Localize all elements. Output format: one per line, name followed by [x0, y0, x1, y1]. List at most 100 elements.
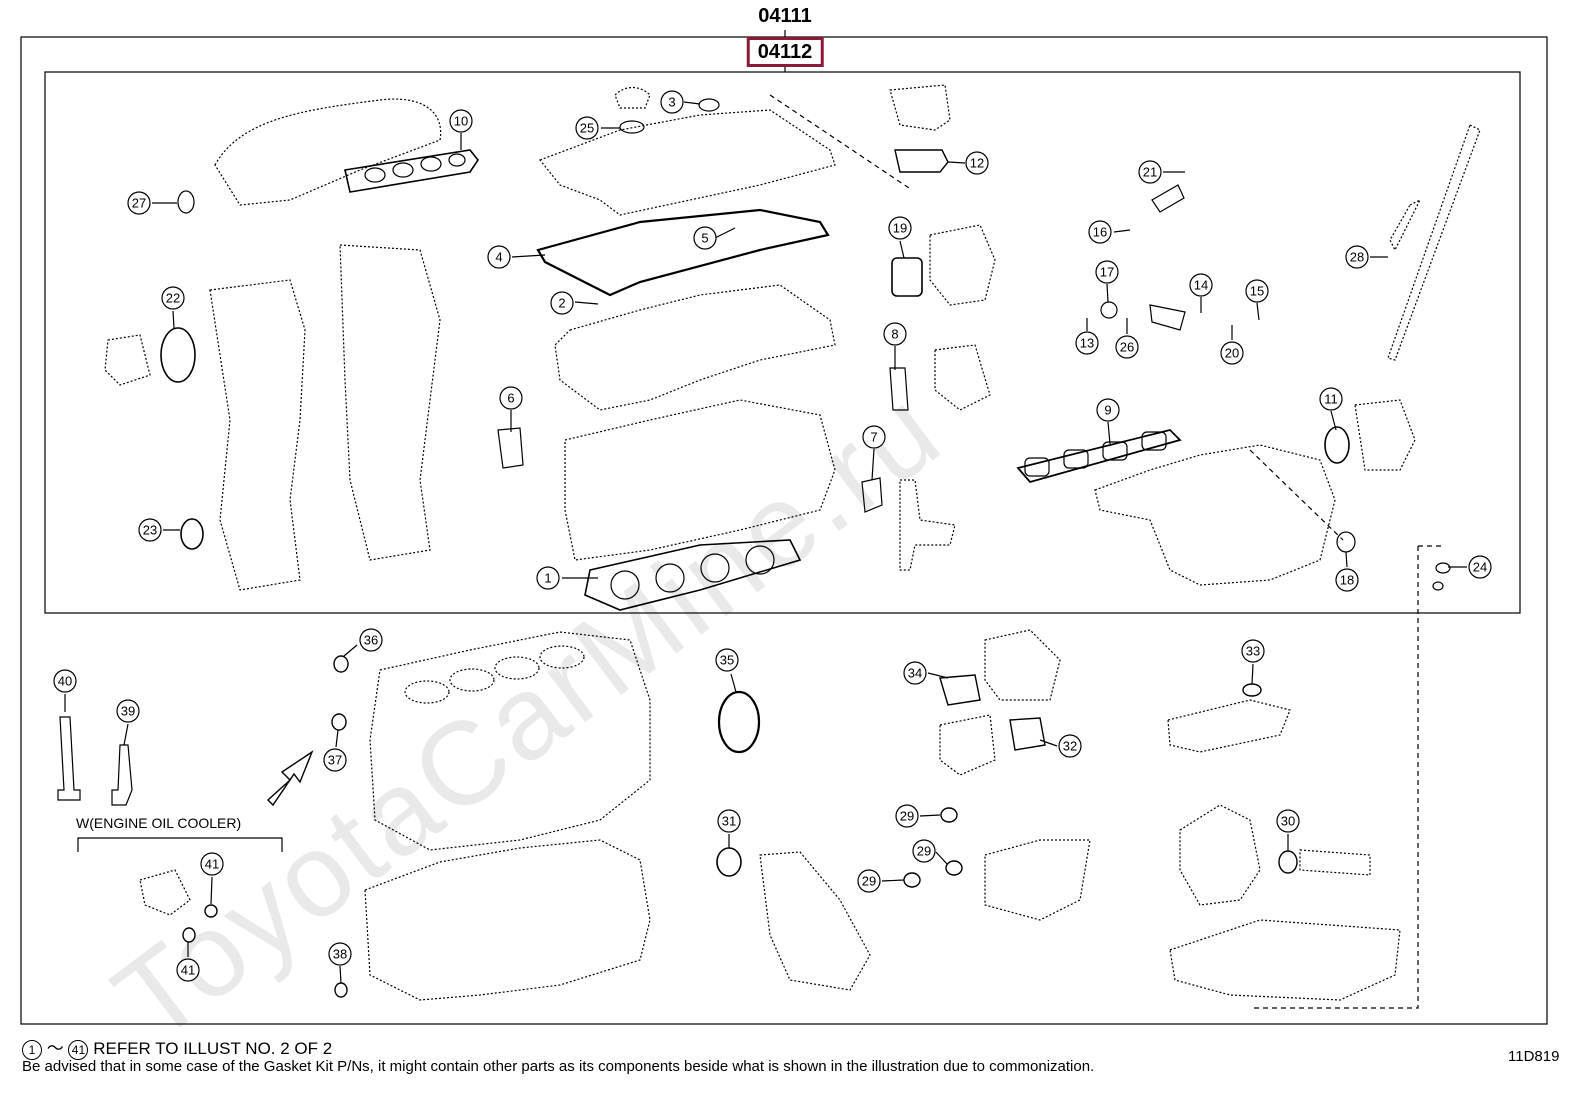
part-callout-11[interactable]: 11 — [1319, 387, 1343, 411]
callout-circle — [200, 852, 224, 876]
callout-circle — [176, 958, 200, 982]
callout-circle — [912, 839, 936, 863]
part-callout-24[interactable]: 24 — [1468, 555, 1492, 579]
callout-circle — [575, 116, 599, 140]
callout-circle — [138, 518, 162, 542]
part-callout-14[interactable]: 14 — [1189, 273, 1213, 297]
callout-number: 34 — [908, 666, 922, 681]
outer-frame — [20, 36, 1548, 1025]
part-callout-9[interactable]: 9 — [1096, 398, 1120, 422]
callout-circle — [1115, 335, 1139, 359]
part-callout-2[interactable]: 2 — [550, 291, 574, 315]
part-callout-29[interactable]: 29 — [895, 804, 919, 828]
callout-circle — [550, 291, 574, 315]
callout-circle — [1096, 398, 1120, 422]
callout-circle — [862, 425, 886, 449]
oil-cooler-callout-label: W(ENGINE OIL COOLER) — [76, 815, 242, 831]
part-callout-22[interactable]: 22 — [161, 286, 185, 310]
callout-circle — [1075, 331, 1099, 355]
callout-number: 6 — [507, 391, 514, 406]
part-callout-25[interactable]: 25 — [575, 116, 599, 140]
callout-number: 1 — [544, 571, 551, 586]
part-callout-31[interactable]: 31 — [717, 809, 741, 833]
part-callout-4[interactable]: 4 — [487, 245, 511, 269]
part-callout-41[interactable]: 41 — [200, 852, 224, 876]
callout-circle — [359, 628, 383, 652]
part-callout-10[interactable]: 10 — [449, 109, 473, 133]
callout-circle — [328, 942, 352, 966]
part-callout-16[interactable]: 16 — [1088, 220, 1112, 244]
part-callout-12[interactable]: 12 — [965, 151, 989, 175]
callout-circle — [1468, 555, 1492, 579]
part-callout-21[interactable]: 21 — [1138, 160, 1162, 184]
selected-part-number[interactable]: 04112 — [746, 37, 824, 67]
part-callout-29[interactable]: 29 — [912, 839, 936, 863]
callout-number: 39 — [121, 704, 135, 719]
part-callout-35[interactable]: 35 — [715, 648, 739, 672]
callout-number: 5 — [701, 231, 708, 246]
callout-number: 26 — [1120, 340, 1134, 355]
part-callout-33[interactable]: 33 — [1241, 639, 1265, 663]
part-callout-26[interactable]: 26 — [1115, 335, 1139, 359]
part-callout-18[interactable]: 18 — [1335, 568, 1359, 592]
callout-circle — [1319, 387, 1343, 411]
callout-number: 2 — [558, 296, 565, 311]
callout-circle — [161, 286, 185, 310]
callout-number: 22 — [166, 291, 180, 306]
part-callout-13[interactable]: 13 — [1075, 331, 1099, 355]
callout-circle — [693, 226, 717, 250]
refer-note-text: REFER TO ILLUST NO. 2 OF 2 — [93, 1039, 333, 1058]
callout-number: 13 — [1080, 336, 1094, 351]
callout-circle — [53, 669, 77, 693]
part-callout-3[interactable]: 3 — [660, 90, 684, 114]
callout-number: 23 — [143, 523, 157, 538]
callout-circle — [660, 90, 684, 114]
callout-circle — [1220, 341, 1244, 365]
part-callout-8[interactable]: 8 — [883, 322, 907, 346]
part-callout-30[interactable]: 30 — [1276, 809, 1300, 833]
part-callout-39[interactable]: 39 — [116, 699, 140, 723]
callout-number: 8 — [891, 327, 898, 342]
callout-circle — [1088, 220, 1112, 244]
callout-number: 33 — [1246, 644, 1260, 659]
callout-circle — [1058, 734, 1082, 758]
part-callout-34[interactable]: 34 — [903, 661, 927, 685]
callout-circle — [883, 322, 907, 346]
callout-number: 36 — [364, 633, 378, 648]
callout-circle — [1241, 639, 1265, 663]
part-callout-20[interactable]: 20 — [1220, 341, 1244, 365]
refer-start-badge: 1 — [22, 1040, 42, 1060]
part-callout-29[interactable]: 29 — [857, 869, 881, 893]
kit-part-number[interactable]: 04111 — [758, 5, 812, 27]
part-callout-23[interactable]: 23 — [138, 518, 162, 542]
part-callout-17[interactable]: 17 — [1095, 260, 1119, 284]
part-callout-32[interactable]: 32 — [1058, 734, 1082, 758]
part-callout-27[interactable]: 27 — [127, 191, 151, 215]
part-callout-1[interactable]: 1 — [536, 566, 560, 590]
part-callout-28[interactable]: 28 — [1345, 245, 1369, 269]
callout-circle — [965, 151, 989, 175]
callout-number: 9 — [1104, 403, 1111, 418]
callout-number: 10 — [454, 114, 468, 129]
callout-circle — [895, 804, 919, 828]
callout-circle — [1138, 160, 1162, 184]
callout-circle — [888, 216, 912, 240]
callout-circle — [857, 869, 881, 893]
part-callout-36[interactable]: 36 — [359, 628, 383, 652]
part-callout-19[interactable]: 19 — [888, 216, 912, 240]
part-callout-5[interactable]: 5 — [693, 226, 717, 250]
refer-range-sep: ～ — [46, 1039, 64, 1058]
part-callout-6[interactable]: 6 — [499, 386, 523, 410]
callout-number: 19 — [893, 221, 907, 236]
callout-number: 15 — [1250, 284, 1264, 299]
part-callout-15[interactable]: 15 — [1245, 279, 1269, 303]
part-callout-40[interactable]: 40 — [53, 669, 77, 693]
callout-number: 35 — [720, 653, 734, 668]
callout-circle — [1276, 809, 1300, 833]
part-callout-37[interactable]: 37 — [323, 748, 347, 772]
part-callout-41[interactable]: 41 — [176, 958, 200, 982]
callout-number: 27 — [132, 196, 146, 211]
part-callout-7[interactable]: 7 — [862, 425, 886, 449]
part-callout-38[interactable]: 38 — [328, 942, 352, 966]
